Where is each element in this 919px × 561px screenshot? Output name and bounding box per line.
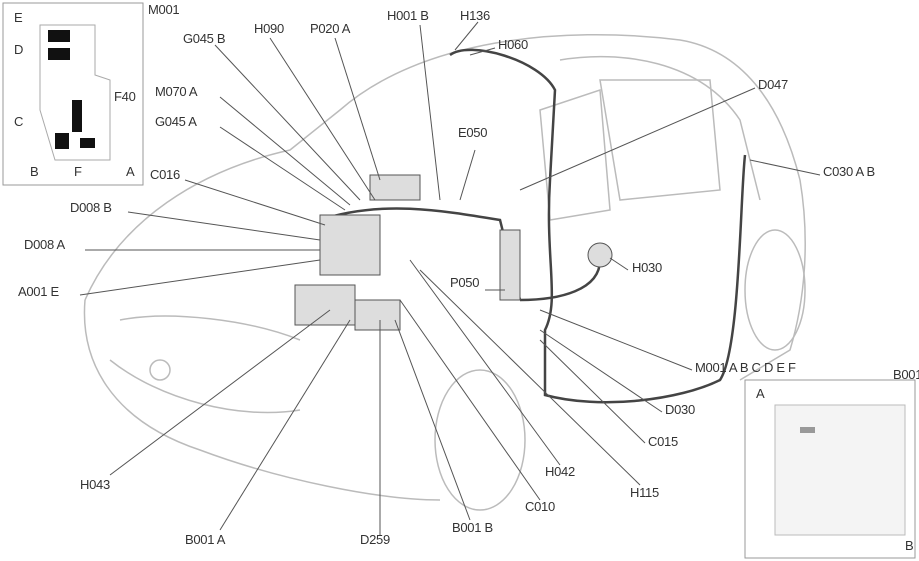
inset-label-d: D (14, 42, 24, 57)
leader-lines (79, 21, 821, 535)
fusebox-inset-m001 (2, 2, 144, 186)
callout-c030ab: C030 A B (823, 164, 875, 179)
callout-h043: H043 (80, 477, 110, 492)
callout-p020a: P020 A (310, 21, 351, 36)
callout-c015: C015 (648, 434, 678, 449)
wiring-harness (319, 48, 747, 404)
callout-m001abcdef: M001 A B C D E F (695, 360, 796, 375)
inset-label-e: E (14, 10, 23, 25)
inset-label-a: A (126, 164, 135, 179)
car-outline (83, 34, 806, 511)
inset-label-b: B (30, 164, 39, 179)
inset-label-c: C (14, 114, 24, 129)
callout-g045a: G045 A (155, 114, 197, 129)
callout-e050: E050 (458, 125, 488, 140)
callout-h136: H136 (460, 8, 490, 23)
inset-label-a-right: A (756, 386, 765, 401)
callout-b001a: B001 A (185, 532, 226, 547)
callout-c010: C010 (525, 499, 555, 514)
callout-d008a: D008 A (24, 237, 65, 252)
callout-g045b: G045 B (183, 31, 226, 46)
callout-m070a: M070 A (155, 84, 198, 99)
callout-h060: H060 (498, 37, 528, 52)
inset-label-f40: F40 (114, 89, 136, 104)
callout-h115: H115 (630, 485, 659, 500)
callout-h030: H030 (632, 260, 662, 275)
callout-h090: H090 (254, 21, 284, 36)
callout-p050: P050 (450, 275, 480, 290)
inset-label-b-right: B (905, 538, 914, 553)
callout-b001b: B001 B (452, 520, 493, 535)
inset-label-f: F (74, 164, 82, 179)
callout-c016: C016 (150, 167, 180, 182)
callout-a001e: A001 E (18, 284, 59, 299)
callout-h042: H042 (545, 464, 575, 479)
fusebox-inset-b001 (744, 379, 916, 559)
callout-h001b: H001 B (387, 8, 429, 23)
inset-title-b001: B001 (893, 367, 919, 382)
inset-title-m001: M001 (148, 2, 180, 17)
engine-components (294, 174, 613, 331)
callout-d047: D047 (758, 77, 788, 92)
callout-d030: D030 (665, 402, 695, 417)
callout-d008b: D008 B (70, 200, 112, 215)
callout-d259: D259 (360, 532, 390, 547)
